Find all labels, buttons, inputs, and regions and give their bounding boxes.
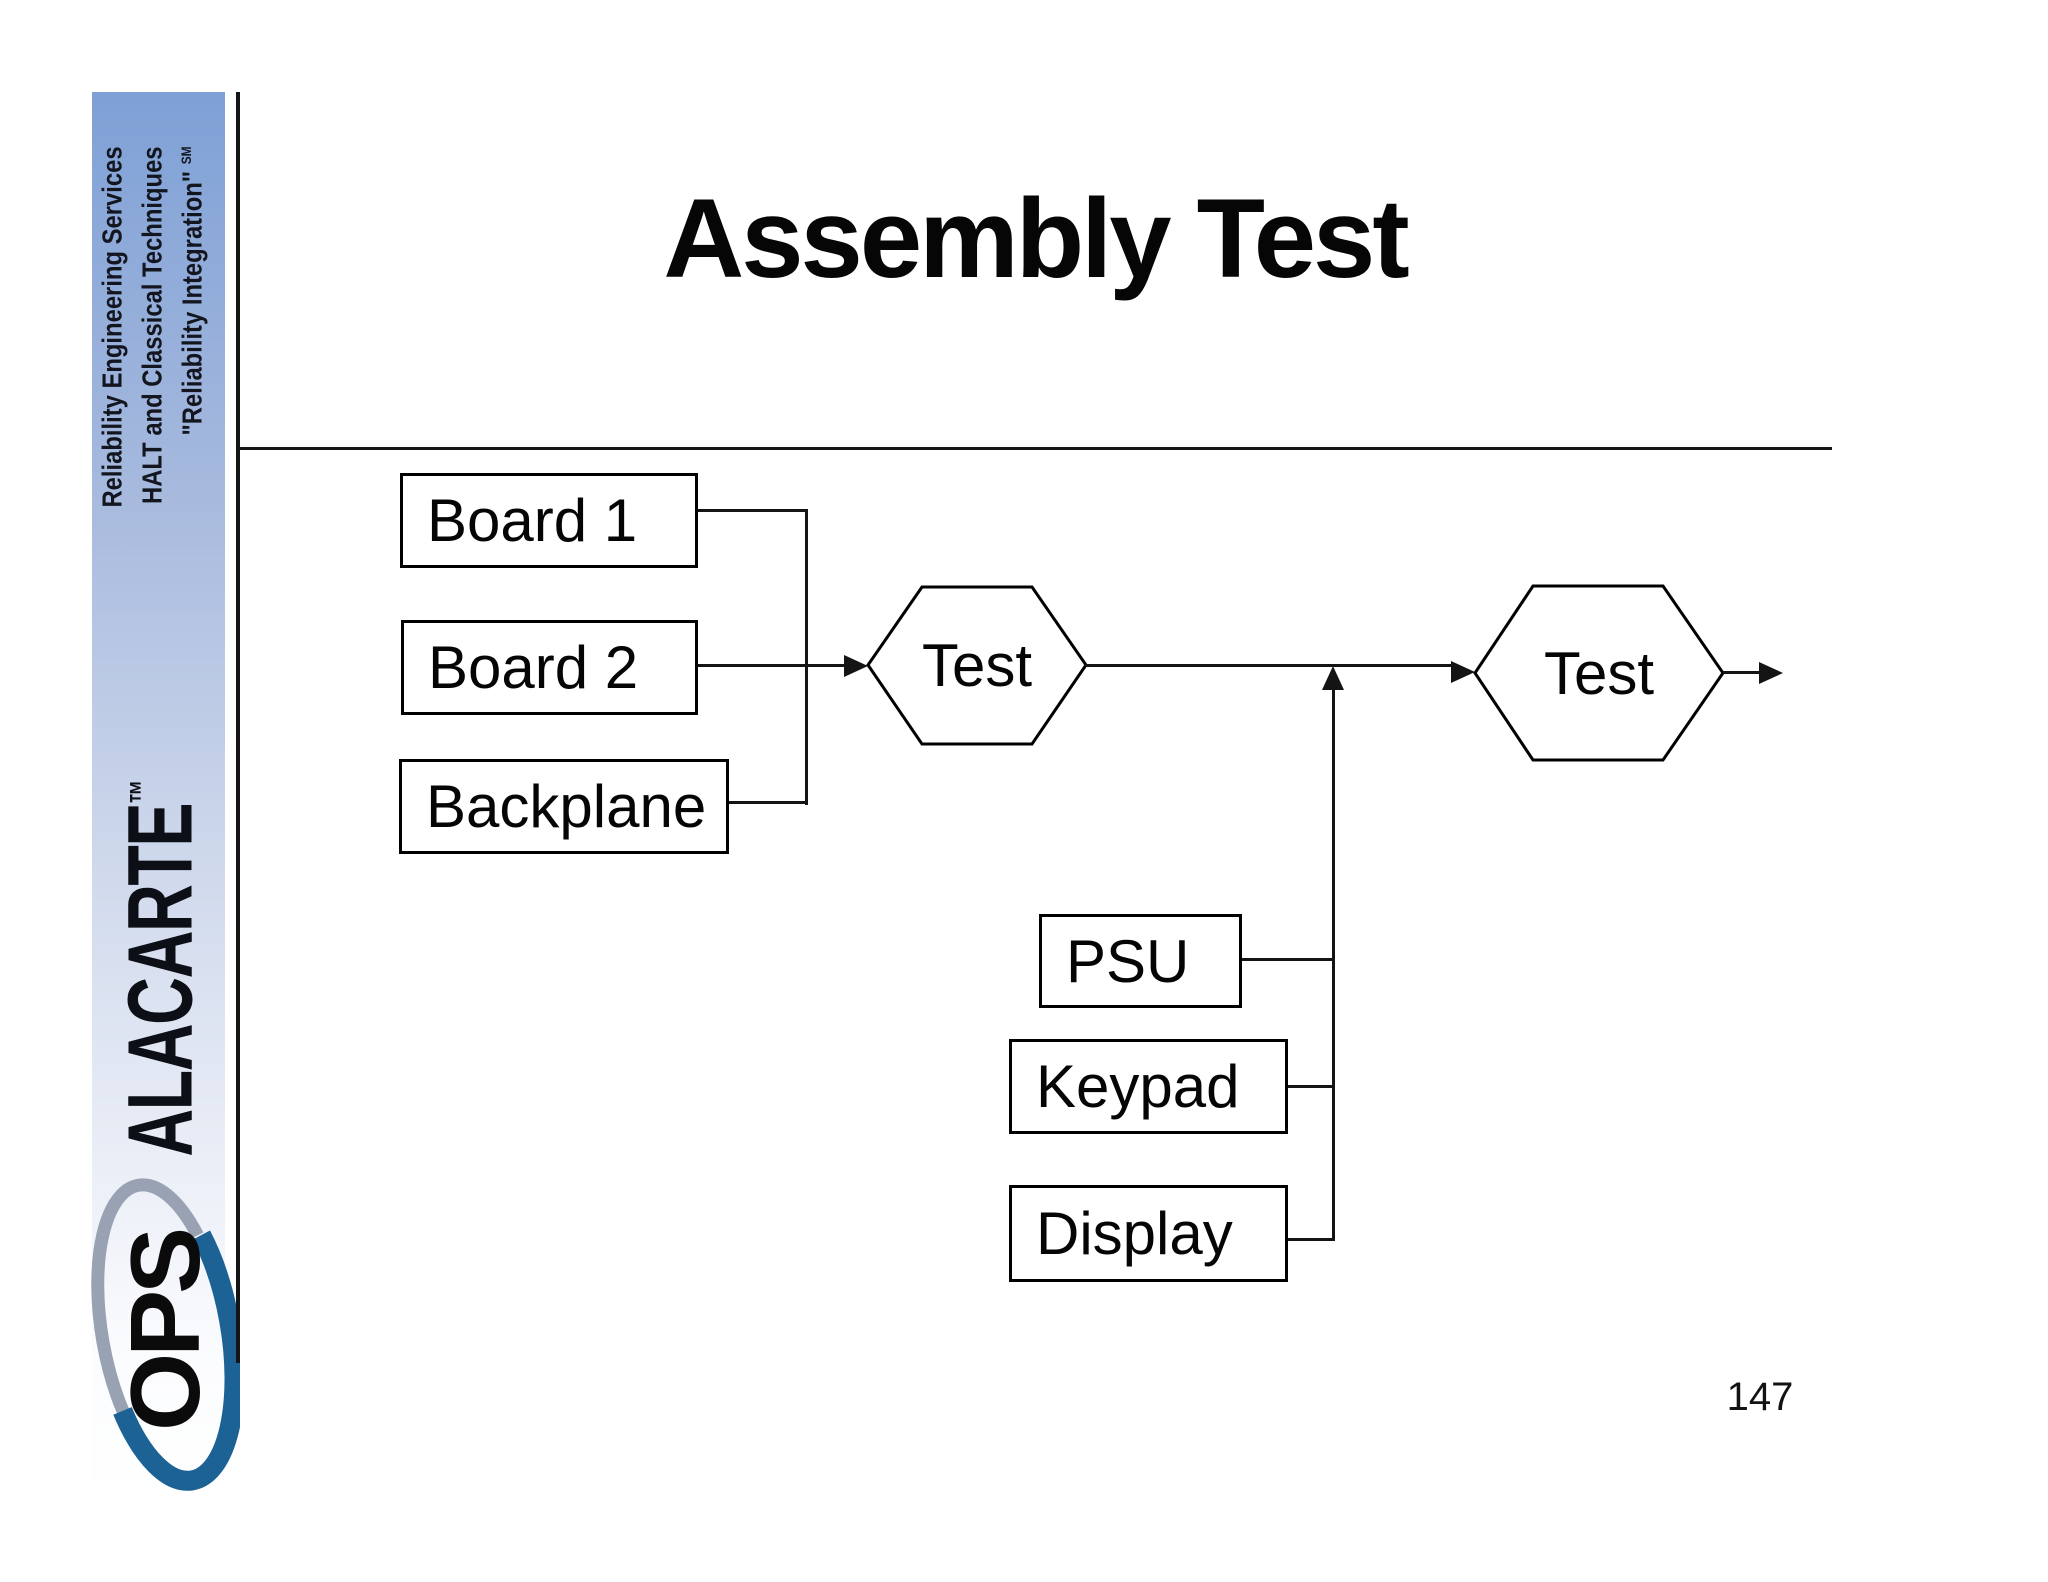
sidebar-tagline: Reliability Engineering Services HALT an… [92,146,211,507]
logo-text: OPS [110,1230,220,1431]
service-mark: SM [177,146,194,165]
box-board-2-label: Board 2 [428,634,639,701]
sidebar-divider-line [236,92,240,1363]
connector-psu-horizontal [1242,958,1332,961]
sidebar-gradient-band [92,92,225,1500]
connector-board2-to-test1 [698,664,846,667]
arrowhead-exit-icon [1759,662,1783,684]
arrowhead-into-test1-icon [844,655,868,677]
ops-logo: OPS [88,1174,240,1491]
logo-gray-swoosh [91,1178,237,1484]
box-psu-label: PSU [1066,927,1190,995]
test-node-2-label: Test [1543,639,1655,707]
slide-title: Assembly Test [663,176,1409,301]
title-divider-line [237,447,1832,450]
box-board-2: Board 2 [401,620,698,715]
connector-backplane-horizontal [729,801,808,804]
brand-wordmark: ALACARTE™ [109,779,212,1157]
tagline-line-3: "Reliability Integration" SM [175,146,207,436]
box-display-label: Display [1036,1200,1233,1267]
box-display: Display [1009,1185,1288,1282]
test-node-1-label: Test [921,632,1033,699]
box-keypad-label: Keypad [1036,1053,1240,1120]
connector-board1-horizontal [698,509,808,512]
connector-test1-to-test2 [1085,664,1453,667]
test-node-2: Test [1473,584,1725,762]
test-node-1: Test [866,585,1088,746]
page-number: 147 [1726,1375,1794,1419]
arrowhead-into-test2-icon [1451,661,1475,683]
trademark-symbol: ™ [123,779,162,804]
connector-keypad-horizontal [1288,1085,1332,1088]
box-backplane: Backplane [399,759,729,854]
connector-display-horizontal [1288,1238,1332,1241]
connector-test2-exit [1723,671,1763,674]
box-board-1-label: Board 1 [427,487,638,554]
tagline-line-2: HALT and Classical Techniques [136,146,168,504]
box-board-1: Board 1 [400,473,698,568]
box-backplane-label: Backplane [426,773,707,840]
arrowhead-up-icon [1322,666,1344,690]
connector-components-vertical [1332,689,1335,1241]
box-psu: PSU [1039,914,1242,1008]
logo-blue-swoosh [88,1174,240,1491]
tagline-line-1: Reliability Engineering Services [96,146,128,508]
connector-merge-vertical [805,509,808,805]
box-keypad: Keypad [1009,1039,1288,1134]
